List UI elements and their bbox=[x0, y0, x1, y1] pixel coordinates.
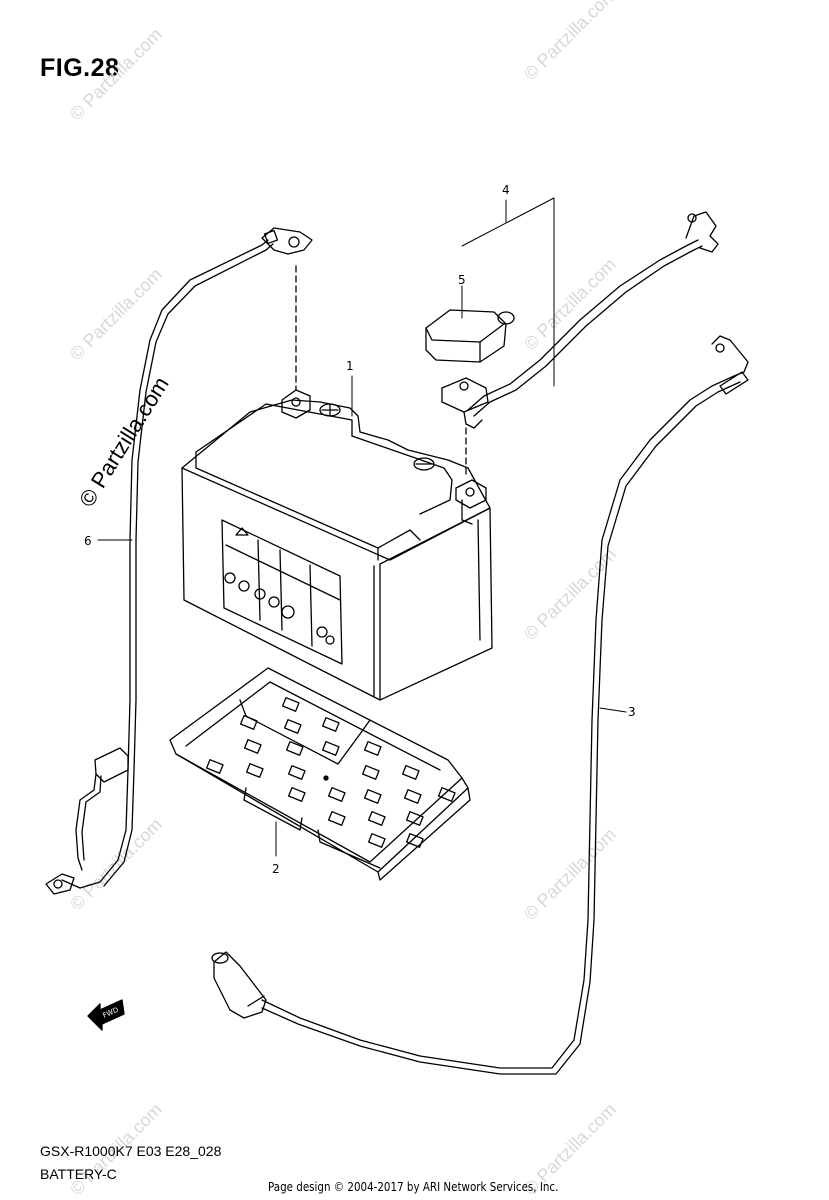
callout-6[interactable]: 6 bbox=[84, 534, 92, 548]
ground-lead bbox=[45, 227, 313, 895]
callout-2[interactable]: 2 bbox=[272, 862, 280, 876]
positive-lead-assembly bbox=[425, 211, 719, 429]
figure-title: FIG.28 bbox=[40, 54, 120, 82]
callout-1[interactable]: 1 bbox=[346, 359, 354, 373]
fwd-arrow bbox=[87, 999, 125, 1031]
copyright-footer: Page design © 2004-2017 by ARI Network S… bbox=[268, 1180, 559, 1194]
callout-5[interactable]: 5 bbox=[458, 273, 466, 287]
battery bbox=[181, 389, 493, 701]
model-code: GSX-R1000K7 E03 E28_028 bbox=[40, 1143, 222, 1159]
battery-tray bbox=[169, 667, 471, 881]
callout-3[interactable]: 3 bbox=[628, 705, 636, 719]
callout-4[interactable]: 4 bbox=[502, 183, 510, 197]
battery-cable-long bbox=[211, 335, 749, 1075]
model-name: BATTERY-C bbox=[40, 1166, 117, 1182]
